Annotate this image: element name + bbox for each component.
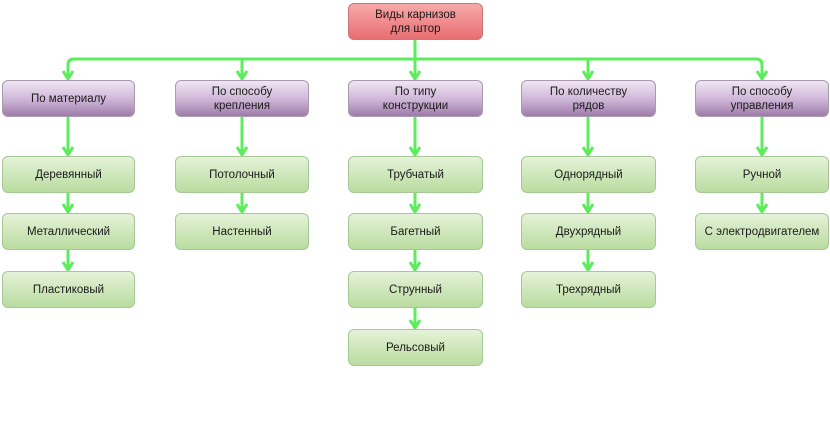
arrow-head-icon <box>755 203 769 214</box>
leaf-string: Струнный <box>348 271 483 308</box>
arrow-head-icon <box>408 261 422 272</box>
leaf-wooden: Деревянный <box>2 156 135 193</box>
leaf-label: Трехрядный <box>556 283 621 296</box>
leaf-label: Металлический <box>26 225 111 238</box>
category-rows: По количеству рядов <box>521 80 656 117</box>
category-construction: По типу конструкции <box>348 80 483 117</box>
arrow-head-icon <box>61 70 75 81</box>
leaf-label: Деревянный <box>35 168 102 181</box>
leaf-triple-row: Трехрядный <box>521 271 656 308</box>
root-node: Виды карнизов для штор <box>348 3 483 40</box>
leaf-rail: Рельсовый <box>348 329 483 366</box>
arrow-head-icon <box>581 146 595 157</box>
category-label: По способу управления <box>730 85 794 112</box>
category-material: По материалу <box>2 80 135 117</box>
leaf-electric: С электродвигателем <box>695 213 829 250</box>
leaf-tubular: Трубчатый <box>348 156 483 193</box>
arrow-head-icon <box>408 319 422 330</box>
leaf-label: Ручной <box>742 168 782 181</box>
root-label: Виды карнизов для штор <box>375 8 456 35</box>
leaf-plastic: Пластиковый <box>2 271 135 308</box>
leaf-ceiling: Потолочный <box>175 156 309 193</box>
leaf-label: Двухрядный <box>555 225 622 238</box>
leaf-label: Багетный <box>390 225 441 238</box>
leaf-label: Струнный <box>389 283 442 296</box>
leaf-baguette: Багетный <box>348 213 483 250</box>
category-control: По способу управления <box>695 80 829 117</box>
arrow-head-icon <box>581 203 595 214</box>
arrow-head-icon <box>408 203 422 214</box>
arrow-head-icon <box>235 203 249 214</box>
arrow-head-icon <box>755 70 769 81</box>
leaf-double-row: Двухрядный <box>521 213 656 250</box>
leaf-single-row: Однорядный <box>521 156 656 193</box>
arrow-head-icon <box>61 203 75 214</box>
category-label: По способу крепления <box>211 85 273 112</box>
leaf-label: Трубчатый <box>387 168 444 181</box>
leaf-manual: Ручной <box>695 156 829 193</box>
arrow-head-icon <box>581 261 595 272</box>
arrow-head-icon <box>408 70 422 81</box>
leaf-label: Однорядный <box>554 168 623 181</box>
category-mounting: По способу крепления <box>175 80 309 117</box>
leaf-label: Потолочный <box>209 168 275 181</box>
arrow-head-icon <box>61 146 75 157</box>
leaf-wall: Настенный <box>175 213 309 250</box>
arrow-head-icon <box>755 146 769 157</box>
arrow-head-icon <box>61 261 75 272</box>
leaf-label: Рельсовый <box>386 341 445 354</box>
category-label: По количеству рядов <box>549 85 628 112</box>
leaf-label: С электродвигателем <box>704 225 820 238</box>
arrow-head-icon <box>408 146 422 157</box>
arrow-head-icon <box>235 146 249 157</box>
category-label: По типу конструкции <box>382 85 449 112</box>
category-label: По материалу <box>30 92 107 105</box>
leaf-label: Пластиковый <box>32 283 105 296</box>
leaf-label: Настенный <box>212 225 272 238</box>
arrow-head-icon <box>581 70 595 81</box>
leaf-metal: Металлический <box>2 213 135 250</box>
arrow-head-icon <box>235 70 249 81</box>
